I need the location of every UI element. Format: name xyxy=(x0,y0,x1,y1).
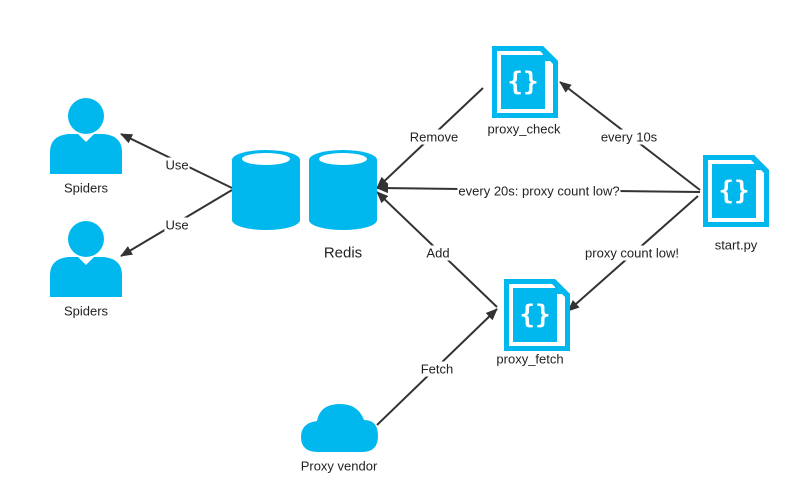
proxy-check-label: proxy_check xyxy=(487,121,561,137)
edge-label-every-20s: every 20s: proxy count low? xyxy=(457,183,621,199)
json-file-icon xyxy=(703,155,769,227)
edge-label-every-10s: every 10s xyxy=(599,129,659,145)
database-icon xyxy=(309,150,377,230)
proxy-vendor-label: Proxy vendor xyxy=(300,458,378,474)
json-file-icon xyxy=(504,279,570,351)
person-icon xyxy=(50,98,122,174)
json-file-icon xyxy=(492,46,558,118)
spiders-bottom-label: Spiders xyxy=(63,303,109,319)
proxy-fetch-label: proxy_fetch xyxy=(496,351,564,367)
redis-label: Redis xyxy=(323,244,363,262)
edge-label-use-bottom: Use xyxy=(164,217,190,233)
start-py-label: start.py xyxy=(714,237,758,253)
edge-label-add: Add xyxy=(425,245,451,261)
database-icon xyxy=(232,150,300,230)
cloud-icon xyxy=(301,404,378,452)
spiders-top-label: Spiders xyxy=(63,180,109,196)
edge-label-proxy-count-low: proxy count low! xyxy=(584,245,680,261)
redis-database xyxy=(232,150,377,230)
edge-label-use-top: Use xyxy=(164,157,190,173)
person-icon xyxy=(50,221,122,297)
edge-label-remove: Remove xyxy=(408,129,460,145)
edge-label-fetch: Fetch xyxy=(419,361,455,377)
